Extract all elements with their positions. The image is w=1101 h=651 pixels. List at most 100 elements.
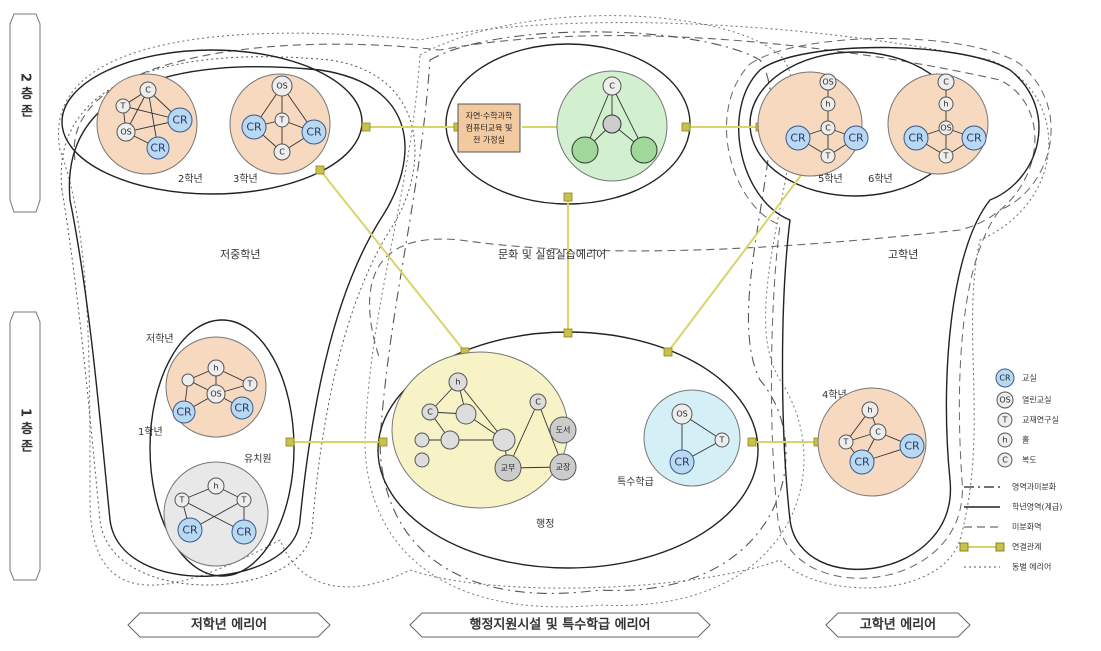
boundary-outlines	[57, 15, 1052, 608]
legend-line-label: 영역과미분화	[1012, 482, 1057, 492]
label-6th-grade: 6학년	[868, 173, 893, 185]
cluster-6th-grade: C h OS CR CR T 6학년	[868, 73, 989, 185]
library-node: 도서	[556, 426, 571, 435]
legend-line-label: 연결관계	[1012, 542, 1041, 552]
classroom-icon: CR	[904, 440, 920, 453]
teacher-room-icon: T	[825, 152, 831, 161]
zone-middle-grades-outline	[61, 49, 363, 195]
label-admin: 행정	[536, 518, 554, 530]
classroom-icon: CR	[234, 402, 250, 415]
open-space-icon: OS	[120, 128, 131, 137]
legend-line-solid: 학년영역(계급)	[964, 502, 1062, 512]
principal-node: 교장	[556, 462, 571, 472]
cluster-3rd-grade: OS CR T CR C 3학년	[229, 73, 331, 185]
cluster-kindergarten: 유치원 h T T CR CR	[163, 453, 272, 567]
open-space-icon: OS	[822, 78, 833, 87]
classroom-icon: CR	[674, 456, 690, 469]
corridor-icon: C	[427, 408, 433, 417]
hall-icon: h	[455, 378, 460, 387]
area-label-upper: 고학년 에리어	[825, 612, 971, 638]
zone-lower-outline	[149, 319, 295, 577]
corridor-icon: C	[279, 148, 285, 157]
classroom-icon: CR	[176, 406, 192, 419]
legend-item-open-space: OS 열린교실	[996, 391, 1051, 409]
legend-line-label: 미분화역	[1012, 522, 1041, 532]
legend-line-label: 동별 에리어	[1012, 562, 1051, 572]
label-5th-grade: 5학년	[818, 173, 843, 185]
legend-symbol: C	[1002, 456, 1008, 465]
hall-icon: h	[943, 100, 948, 109]
classroom-icon: CR	[966, 132, 982, 145]
floor-marker-1: 1 층 존	[9, 311, 41, 581]
area-center-label: 행정지원시설 및 특수학급 에리어	[469, 617, 650, 633]
cluster-admin: h C 교무 C 도서 교장 행정	[391, 351, 577, 530]
culture-zone: 자연·수학과학 컴퓨터교육 및 전 가정실 C	[457, 70, 668, 182]
legend-item-corridor: C 복도	[997, 452, 1037, 468]
legend-line-dash-dot: 영역과미분화	[964, 482, 1057, 492]
legend-line-dashed: 미분화역	[964, 522, 1041, 532]
classroom-icon: CR	[306, 126, 322, 139]
classroom-icon: CR	[236, 526, 252, 539]
classroom-icon: CR	[172, 114, 188, 127]
hall-icon: h	[213, 364, 218, 373]
corridor-icon: C	[825, 124, 831, 133]
label-culture-zone: 문화 및 실험실습에리어	[498, 248, 606, 261]
floor-marker-2: 2 층 존	[9, 13, 41, 213]
teacher-room-icon: T	[943, 152, 949, 161]
area-lower-label: 저학년 에리어	[191, 617, 267, 633]
label-special-class: 특수학급	[617, 476, 654, 488]
classroom-icon: CR	[908, 132, 924, 145]
legend-label: 교실	[1022, 373, 1037, 383]
legend-line-dotted: 동별 에리어	[964, 562, 1051, 572]
cluster-1st-grade: h T OS CR CR 1학년	[138, 336, 267, 438]
teacher-room-icon: T	[719, 436, 725, 445]
label-upper-grades: 고학년	[888, 248, 918, 261]
cluster-2nd-grade: C T OS CR CR 2학년	[96, 73, 203, 185]
teacher-room-icon: T	[120, 102, 126, 111]
open-space-icon: OS	[276, 82, 287, 91]
legend-symbol: T	[1002, 416, 1008, 425]
legend-line-label: 학년영역(계급)	[1012, 502, 1062, 512]
classroom-icon: CR	[790, 132, 806, 145]
hall-icon: h	[213, 482, 218, 491]
label-kindergarten: 유치원	[244, 453, 272, 465]
label-middle-grades: 저중학년	[220, 248, 260, 261]
corridor-icon: C	[943, 78, 949, 87]
legend-item-hall: h 홀	[997, 432, 1029, 448]
corridor-icon: C	[145, 86, 151, 95]
area-upper-label: 고학년 에리어	[860, 617, 936, 633]
legend-item-teacher-room: T 교재연구실	[997, 412, 1059, 428]
corridor-icon: C	[875, 428, 881, 437]
link-lines	[290, 126, 818, 443]
teacher-room-icon: T	[843, 438, 849, 447]
culture-box-line-1: 자연·수학과학	[466, 111, 513, 121]
classroom-icon: CR	[854, 456, 870, 469]
open-space-icon: OS	[940, 124, 951, 133]
classroom-icon: CR	[182, 524, 198, 537]
area-label-lower: 저학년 에리어	[127, 612, 331, 638]
legend-symbol: OS	[999, 396, 1010, 405]
corridor-icon: C	[609, 82, 615, 91]
legend-label: 열린교실	[1022, 395, 1051, 405]
teacher-room-icon: T	[279, 116, 285, 125]
classroom-icon: CR	[246, 121, 262, 134]
legend: CR 교실 OS 열린교실 T 교재연구실 h 홀 C 복도 영역과미분화 학년…	[959, 368, 1062, 572]
legend-item-classroom: CR 교실	[995, 368, 1037, 388]
label-3rd-grade: 3학년	[233, 173, 258, 185]
legend-label: 교재연구실	[1022, 415, 1059, 425]
classroom-icon: CR	[848, 132, 864, 145]
classroom-icon: CR	[150, 142, 166, 155]
label-1st-grade: 1학년	[138, 426, 163, 438]
teacher-room-icon: T	[247, 380, 253, 389]
area-label-center: 행정지원시설 및 특수학급 에리어	[409, 612, 711, 638]
legend-line-link: 연결관계	[959, 542, 1041, 552]
hall-icon: h	[867, 406, 872, 415]
label-2nd-grade: 2학년	[178, 173, 203, 185]
teacher-room-icon: T	[179, 496, 185, 505]
legend-label: 복도	[1022, 456, 1037, 465]
corridor-icon: C	[535, 398, 541, 407]
teacher-room-icon: T	[241, 496, 247, 505]
cluster-4th-grade: 4학년 h C T CR CR	[817, 387, 927, 497]
legend-label: 홀	[1022, 435, 1029, 445]
